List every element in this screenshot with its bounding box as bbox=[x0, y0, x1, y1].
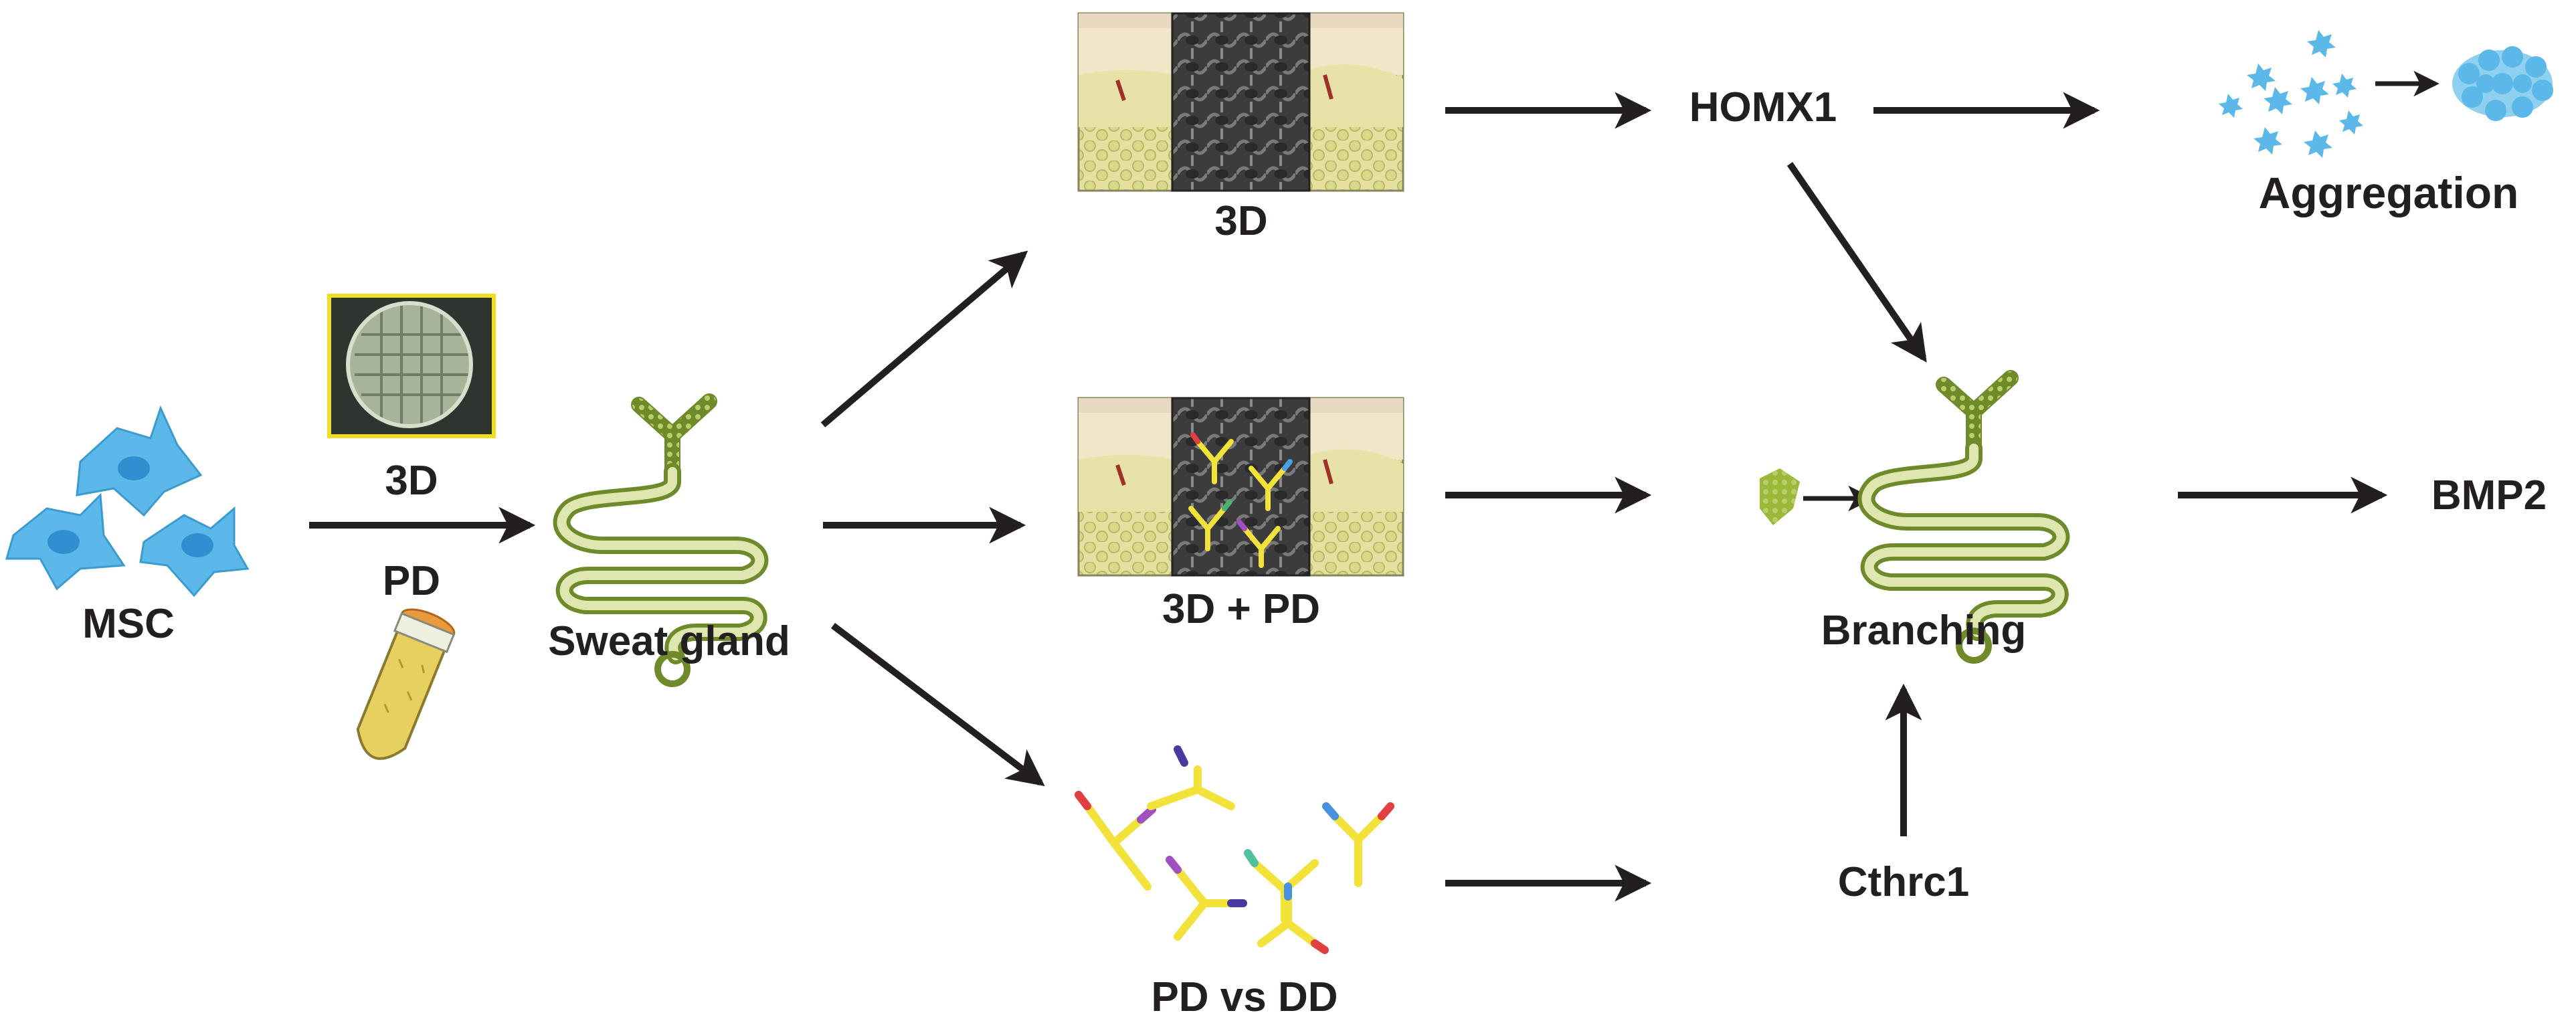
msc-cells-icon bbox=[5, 405, 250, 597]
cthrc1-label: Cthrc1 bbox=[1837, 859, 1970, 905]
branching-label: Branching bbox=[1821, 608, 2027, 654]
skin-scaffold-icon bbox=[1077, 12, 1404, 192]
method-pd-label: PD bbox=[382, 558, 441, 604]
sweat-gland-label: Sweat gland bbox=[548, 618, 790, 664]
sweat-gland-icon bbox=[553, 393, 769, 687]
arrows bbox=[309, 70, 2440, 902]
arrow-sweat-gland-to-pd-vs-dd bbox=[830, 623, 1045, 786]
bmp2-label: BMP2 bbox=[2431, 472, 2547, 519]
homx1-label: HOMX1 bbox=[1689, 84, 1837, 130]
scaffold-3d-label: 3D bbox=[1214, 198, 1268, 244]
skin-scaffold-antibody-icon bbox=[1077, 397, 1404, 577]
aggregation-cells-icon bbox=[2219, 30, 2553, 158]
scaffold-photo-icon bbox=[327, 294, 496, 438]
antibodies-icon bbox=[1075, 745, 1394, 954]
branching-gland-icon bbox=[1857, 370, 2070, 664]
small-gland-bud-icon bbox=[1760, 468, 1800, 525]
method-3d-label: 3D bbox=[385, 458, 438, 504]
scaffold-3d-pd-label: 3D + PD bbox=[1162, 586, 1321, 632]
aggregation-label: Aggregation bbox=[2258, 168, 2519, 217]
tube-icon bbox=[356, 608, 456, 760]
arrow-sweat-gland-to-3d bbox=[820, 250, 1028, 428]
msc-label: MSC bbox=[82, 601, 175, 647]
pd-vs-dd-label: PD vs DD bbox=[1151, 974, 1338, 1020]
arrow-homx1-to-branching bbox=[1786, 162, 1927, 363]
